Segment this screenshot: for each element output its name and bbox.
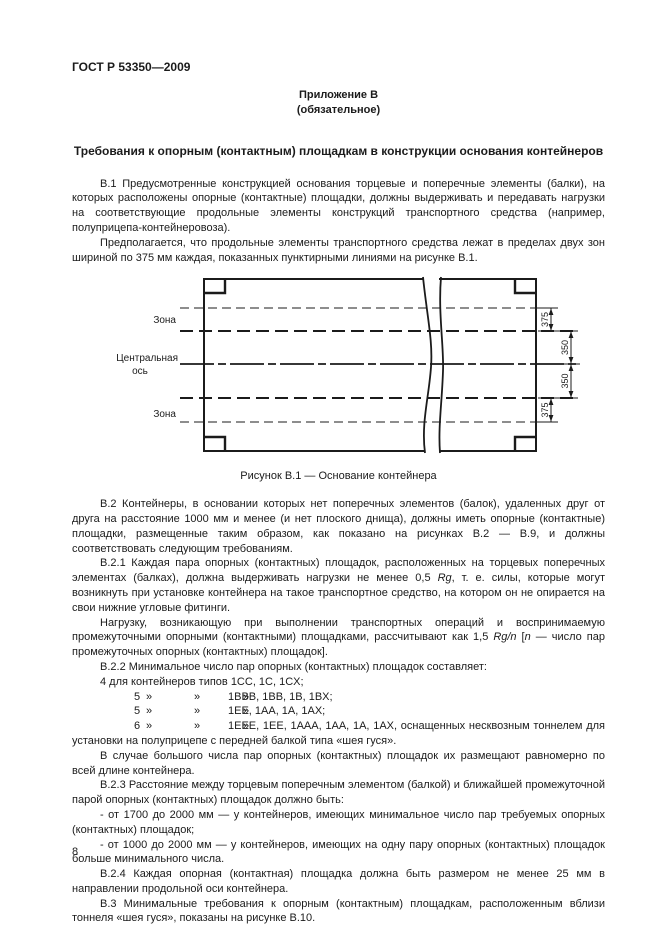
- container-types-row-2: 5»»»1BBB, 1BB, 1B, 1BX;: [72, 690, 605, 705]
- container-types-row-1: 4 для контейнеров типов 1CC, 1C, 1CX;: [100, 675, 304, 688]
- page-number: 8: [72, 846, 79, 858]
- appendix-type: (обязательное): [296, 103, 381, 116]
- paragraph-b2-2-tail: В случае большого числа пар опорных (кон…: [72, 749, 605, 777]
- container-types-row-4: 6 » » »1EEE, 1EE, 1AAA, 1AA, 1A, 1AX, оснащ…: [72, 719, 605, 749]
- zone-top-label: Зона: [153, 315, 176, 326]
- doc-number: ГОСТ Р 53350—2009: [72, 60, 191, 74]
- paragraph-b2-3: В.2.3 Расстояние между торцевым поперечн…: [72, 779, 605, 807]
- ditto-mark: »: [243, 720, 250, 733]
- text-segment: [: [516, 631, 525, 644]
- formula-rg: Rg: [437, 572, 452, 585]
- text-segment: Нагрузку, возникающую при выполнении тра…: [72, 616, 605, 644]
- paragraph-b2-3-item-b: - от 1000 до 2000 мм — у контейнеров, им…: [72, 838, 605, 866]
- container-outline-right: [439, 278, 537, 453]
- corner-fitting-top-right: [513, 278, 537, 295]
- break-line-right: [438, 277, 445, 454]
- central-axis-label-line1: Центральная: [116, 353, 178, 364]
- page-title: Требования к опорным (контактным) площад…: [73, 143, 604, 158]
- container-types-row-3: 5»»»1EE, 1AA, 1A, 1AX;: [72, 704, 605, 719]
- ditto-mark: »: [194, 720, 201, 733]
- dim-label-350-top: 350: [560, 340, 570, 355]
- formula-rg-n: Rg/n: [493, 631, 517, 644]
- figure-caption: Рисунок В.1 — Основание контейнера: [240, 470, 437, 483]
- paragraph-b2-4: В.2.4 Каждая опорная (контактная) площад…: [72, 868, 605, 895]
- row-number: 5: [134, 705, 141, 718]
- corner-fitting-bottom-right: [513, 436, 537, 453]
- dimension-arrows: [548, 308, 574, 422]
- container-outline-left: [203, 278, 425, 453]
- paragraph-b3: В.3 Минимальные требования к опорным (ко…: [72, 897, 605, 925]
- break-line-left: [422, 277, 433, 454]
- ditto-mark: »: [146, 690, 153, 703]
- row-number: 5: [134, 690, 141, 703]
- row-types: 1EEE, 1EE, 1AAA, 1AA, 1A, 1AX, оснащенны…: [72, 720, 605, 747]
- dim-label-375-top: 375: [540, 312, 550, 327]
- ditto-mark: »: [243, 705, 250, 718]
- formula-n: n: [524, 631, 531, 644]
- corner-fitting-top-left: [203, 278, 227, 295]
- paragraph-b2-1: В.2.1 Каждая пара опорных (контактных) п…: [72, 556, 605, 615]
- ditto-mark: »: [194, 705, 201, 718]
- paragraph-b1-2: Предполагается, что продольные элементы …: [72, 236, 605, 264]
- corner-fitting-bottom-left: [203, 436, 227, 453]
- text-segment: — число пар промежуточных опорных (конта…: [72, 631, 605, 659]
- paragraph-b2-2: В.2.2 Минимальное число пар опорных (кон…: [100, 660, 487, 673]
- dim-label-350-bottom: 350: [560, 374, 570, 389]
- appendix-label: Приложение В: [298, 89, 379, 101]
- ditto-mark: »: [194, 690, 201, 703]
- text-segment: В.2.1 Каждая пара опорных (контактных) п…: [72, 557, 605, 585]
- zone-bottom-label: Зона: [153, 409, 176, 420]
- ditto-mark: »: [243, 690, 250, 703]
- ditto-mark: »: [146, 720, 153, 733]
- row-number: 6: [134, 720, 141, 733]
- figure-b1-drawing: Зона Центральная ось Зона 375 350 350 37…: [116, 277, 580, 454]
- row-types: 1EE, 1AA, 1A, 1AX;: [228, 705, 326, 718]
- row-types: 1BBB, 1BB, 1B, 1BX;: [228, 690, 333, 703]
- paragraph-b2-1-load: Нагрузку, возникающую при выполнении тра…: [72, 616, 605, 660]
- paragraph-b2: В.2 Контейнеры, в основании которых нет …: [72, 498, 605, 555]
- paragraph-b2-3-item-a: - от 1700 до 2000 мм — у контейнеров, им…: [72, 808, 605, 836]
- ditto-mark: »: [146, 705, 153, 718]
- figure-b1: Зона Центральная ось Зона 375 350 350 37…: [72, 271, 605, 484]
- text-segment: , т. е. силы, которые могут возникнуть п…: [72, 572, 605, 614]
- paragraph-b1: В.1 Предусмотренные конструкцией основан…: [72, 177, 605, 234]
- central-axis-label-line2: ось: [132, 366, 148, 377]
- dim-label-375-bottom: 375: [540, 403, 550, 418]
